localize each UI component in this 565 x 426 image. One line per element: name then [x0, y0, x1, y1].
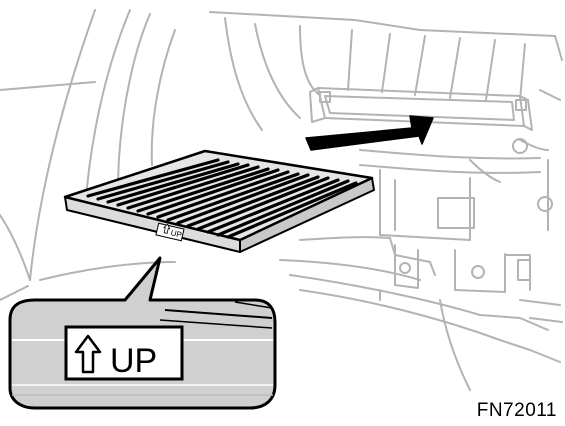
figure-code: FN72011: [476, 400, 557, 421]
callout-up-text: UP: [110, 342, 157, 380]
insert-arrow-icon: [305, 115, 434, 151]
filter-pleats: [86, 158, 358, 239]
callout-up-arrow-icon: [74, 334, 102, 374]
dashboard-line-art: [0, 9, 563, 391]
filter-up-arrow-icon: [162, 223, 171, 234]
cabin-air-filter: UP: [63, 149, 375, 253]
filter-up-label: [155, 222, 185, 242]
filter-up-text: UP: [170, 228, 183, 239]
callout-balloon: UP: [8, 256, 277, 410]
